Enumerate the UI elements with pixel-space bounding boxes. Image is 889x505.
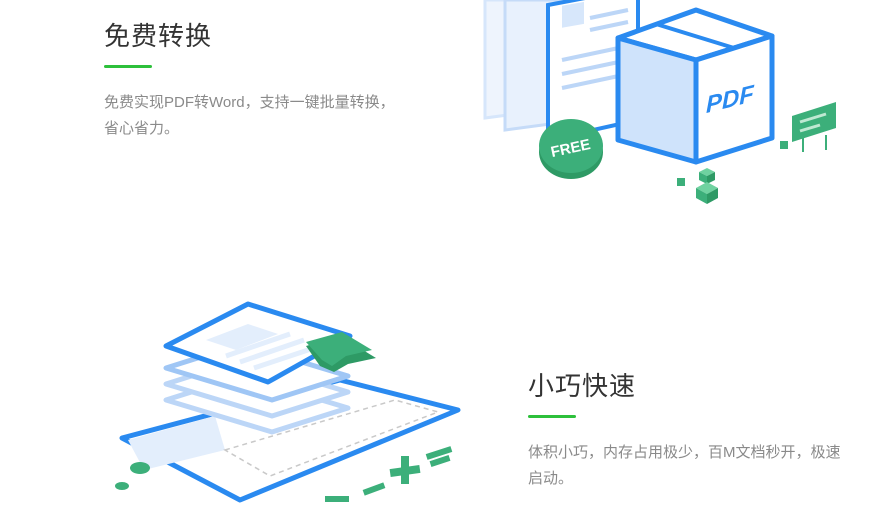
document-layers-icon bbox=[119, 301, 461, 503]
feature-free-conversion: 免费转换 免费实现PDF转Word，支持一键批量转换，省心省力。 bbox=[104, 20, 404, 142]
small-cubes-icon bbox=[677, 168, 718, 204]
feature-lightweight: 小巧快速 体积小巧，内存占用极少，百M文档秒开，极速启动。 bbox=[528, 370, 843, 492]
feature-description: 免费实现PDF转Word，支持一键批量转换，省心省力。 bbox=[104, 94, 395, 137]
lightweight-illustration bbox=[115, 301, 461, 503]
arrow-icon bbox=[306, 332, 376, 372]
plus-minus-icons bbox=[115, 446, 453, 502]
free-badge-icon: FREE bbox=[539, 119, 603, 179]
free-conversion-illustration: PDF FREE bbox=[483, 0, 836, 204]
title-underline bbox=[104, 65, 152, 68]
feature-title: 小巧快速 bbox=[528, 371, 637, 401]
pdf-box-icon: PDF bbox=[615, 7, 775, 165]
feature-title: 免费转换 bbox=[104, 21, 213, 51]
document-stack-icon bbox=[483, 0, 640, 143]
title-underline bbox=[528, 415, 576, 418]
feature-description: 体积小巧，内存占用极少，百M文档秒开，极速启动。 bbox=[528, 444, 841, 487]
sign-icon bbox=[780, 102, 836, 152]
